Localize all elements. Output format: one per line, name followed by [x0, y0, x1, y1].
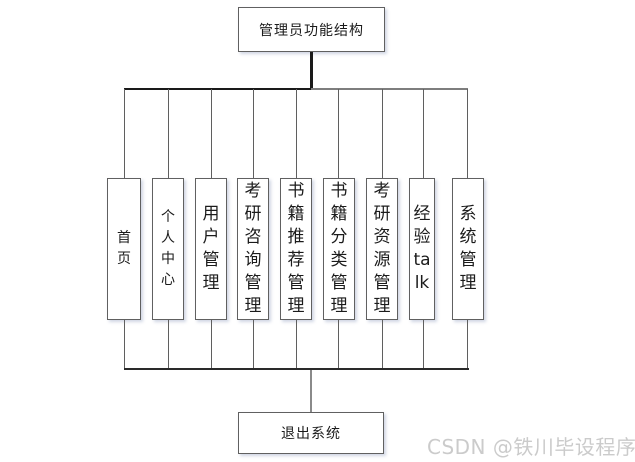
connector-top-rail-left: [123, 87, 312, 90]
connector-bottom-drop-system-management: [467, 320, 469, 369]
node-personal-center: 个 人 中 心: [152, 178, 184, 320]
connector-top-drop-kaoyan-resource: [381, 89, 383, 178]
connector-top-drop-book-category: [337, 89, 339, 178]
connector-bottom-drop-kaoyan-consult: [252, 320, 254, 369]
node-book-category-management: 书 籍 分 类 管 理: [323, 178, 355, 320]
node-exit: 退出系统: [238, 412, 384, 454]
connector-top-drop-experience-talk: [422, 89, 424, 178]
connector-bottom-drop-user-management: [210, 320, 212, 369]
connector-top-drop-system-management: [467, 89, 469, 178]
connector-top-drop-book-recommend: [295, 89, 297, 178]
connector-top-rail-right: [311, 88, 468, 90]
node-kaoyan-resource-management: 考 研 资 源 管 理: [366, 178, 398, 320]
node-user-management: 用 户 管 理: [195, 178, 227, 320]
node-book-recommend-management: 书 籍 推 荐 管 理: [280, 178, 312, 320]
node-experience-talk: 经 验 ta lk: [409, 178, 435, 320]
connector-bottom-drop-book-recommend: [295, 320, 297, 369]
connector-top-drop-personal-center: [167, 89, 169, 178]
connector-bottom-drop-kaoyan-resource: [381, 320, 383, 369]
connector-top-drop-home: [123, 89, 125, 178]
connector-bottom-drop-experience-talk: [422, 320, 424, 369]
connector-exit-stem: [310, 370, 312, 412]
node-root: 管理员功能结构: [238, 7, 385, 52]
connector-bottom-drop-personal-center: [167, 320, 169, 369]
node-kaoyan-consult-management: 考 研 咨 询 管 理: [237, 178, 269, 320]
watermark: CSDN @铁川毕设程序: [427, 435, 635, 459]
node-system-management: 系 统 管 理: [452, 178, 484, 320]
connector-top-drop-kaoyan-consult: [252, 89, 254, 178]
connector-top-drop-user-management: [210, 89, 212, 178]
connector-root-stem: [310, 52, 313, 89]
node-home: 首 页: [107, 178, 141, 320]
connector-bottom-drop-book-category: [337, 320, 339, 369]
connector-bottom-rail: [123, 368, 469, 370]
connector-bottom-drop-home: [123, 320, 125, 369]
